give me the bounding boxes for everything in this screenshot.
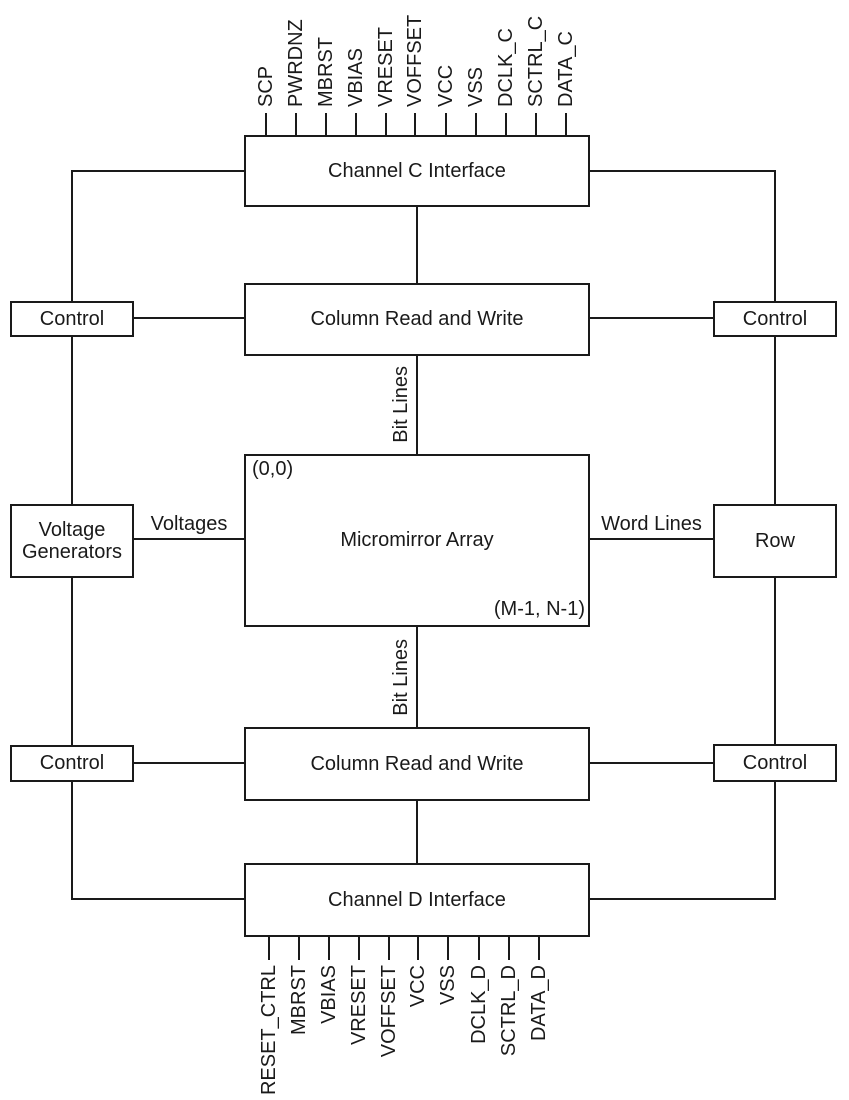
left-rail-segment <box>71 782 73 900</box>
pin-tick-voffset-c <box>414 113 416 135</box>
pin-label-scp: SCP <box>255 65 277 107</box>
channel-d-interface-box: Channel D Interface <box>244 863 590 937</box>
pin-label-vreset-c: VRESET <box>375 26 397 107</box>
connector-channelc-right <box>590 170 776 172</box>
pin-tick-dclk-c <box>505 113 507 135</box>
pin-label-data-c: DATA_C <box>555 31 577 107</box>
connector-control-br <box>590 762 713 764</box>
pin-tick-data-c <box>565 113 567 135</box>
connector-channeld-right <box>590 898 776 900</box>
pin-tick-pwrdnz <box>295 113 297 135</box>
connector-control-bl <box>134 762 244 764</box>
pin-label-vss-d: VSS <box>437 965 459 1006</box>
connector-bitlines-bottom <box>416 627 418 727</box>
pin-tick-vbias-d <box>328 937 330 960</box>
right-rail-segment <box>774 782 776 900</box>
left-rail-segment <box>71 337 73 504</box>
pin-tick-vreset-d <box>358 937 360 960</box>
control-box-top-right: Control <box>713 301 837 337</box>
pin-tick-mbrst-c <box>325 113 327 135</box>
row-box: Row <box>713 504 837 578</box>
pin-label-pwrdnz: PWRDNZ <box>285 19 307 107</box>
left-rail-segment <box>71 578 73 745</box>
word-lines-label: Word Lines <box>601 513 702 535</box>
right-rail-segment <box>774 578 776 744</box>
pin-label-mbrst-d: MBRST <box>288 965 310 1035</box>
pin-tick-dclk-d <box>478 937 480 960</box>
connector-colrw-channeld <box>416 801 418 863</box>
control-box-bottom-left: Control <box>10 745 134 782</box>
channel-c-interface-box: Channel C Interface <box>244 135 590 207</box>
pin-tick-voffset-d <box>388 937 390 960</box>
right-rail-segment <box>774 170 776 301</box>
pin-tick-vreset-c <box>385 113 387 135</box>
column-read-write-top-box: Column Read and Write <box>244 283 590 356</box>
bit-lines-top-label: Bit Lines <box>390 366 412 443</box>
array-extent-label: (M-1, N-1) <box>493 598 585 620</box>
connector-channeld-left <box>71 898 244 900</box>
column-read-write-bottom-box: Column Read and Write <box>244 727 590 801</box>
connector-channelc-colrw <box>416 207 418 283</box>
connector-control-tr <box>590 317 713 319</box>
connector-bitlines-top <box>416 356 418 454</box>
connector-wordlines <box>590 538 713 540</box>
pin-tick-vcc-c <box>445 113 447 135</box>
pin-tick-sctrl-c <box>535 113 537 135</box>
pin-tick-data-d <box>538 937 540 960</box>
pin-label-sctrl-d: SCTRL_D <box>498 965 520 1057</box>
pin-tick-sctrl-d <box>508 937 510 960</box>
bit-lines-bottom-label: Bit Lines <box>390 639 412 716</box>
pin-tick-scp <box>265 113 267 135</box>
pin-tick-reset-ctrl <box>268 937 270 960</box>
right-rail-segment <box>774 337 776 504</box>
array-origin-label: (0,0) <box>252 458 294 480</box>
left-rail-segment <box>71 170 73 301</box>
micromirror-array-box: Micromirror Array <box>244 454 590 627</box>
voltages-label: Voltages <box>150 513 228 535</box>
pin-label-data-d: DATA_D <box>528 965 550 1041</box>
control-box-bottom-right: Control <box>713 744 837 782</box>
pin-tick-vss-d <box>447 937 449 960</box>
pin-label-reset-ctrl: RESET_CTRL <box>258 965 280 1096</box>
pin-label-sctrl-c: SCTRL_C <box>525 15 547 107</box>
pin-tick-mbrst-d <box>298 937 300 960</box>
pin-tick-vbias-c <box>355 113 357 135</box>
pin-label-dclk-c: DCLK_C <box>495 28 517 107</box>
pin-label-voffset-c: VOFFSET <box>404 14 426 107</box>
voltage-generators-box: Voltage Generators <box>10 504 134 578</box>
pin-label-vcc-c: VCC <box>435 64 457 107</box>
pin-tick-vss-c <box>475 113 477 135</box>
pin-label-vcc-d: VCC <box>407 965 429 1008</box>
pin-label-vbias-c: VBIAS <box>345 48 367 107</box>
pin-label-vbias-d: VBIAS <box>318 965 340 1024</box>
pin-tick-vcc-d <box>417 937 419 960</box>
pin-label-dclk-d: DCLK_D <box>468 965 490 1044</box>
connector-voltages <box>134 538 244 540</box>
pin-label-mbrst-c: MBRST <box>315 37 337 107</box>
pin-label-vss-c: VSS <box>465 66 487 107</box>
control-box-top-left: Control <box>10 301 134 337</box>
connector-channelc-left <box>71 170 244 172</box>
pin-label-vreset-d: VRESET <box>348 965 370 1046</box>
connector-control-tl <box>134 317 244 319</box>
pin-label-voffset-d: VOFFSET <box>378 965 400 1058</box>
